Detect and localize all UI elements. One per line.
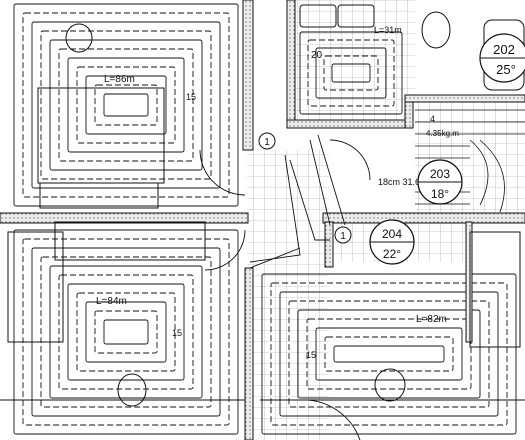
- manifold-number-lower: 1: [340, 231, 346, 242]
- cabinet-outline: [469, 231, 521, 348]
- heating-pipe-ring: [94, 310, 158, 354]
- room-tag-202: 202 25°: [479, 33, 525, 83]
- heating-pipe-ring: [49, 39, 203, 171]
- heating-pipe-ring: [103, 319, 149, 345]
- heating-pipe-ring: [67, 57, 185, 153]
- stair-tread: 18cm 31.6cm: [378, 177, 432, 187]
- heating-pipe-ring: [324, 336, 454, 372]
- wardrobe-outline: [7, 231, 64, 343]
- sink-right: [337, 4, 375, 28]
- door-swing-bottom-right: [299, 399, 361, 440]
- heating-pipe-ring: [13, 229, 239, 435]
- heating-pipe-ring: [67, 283, 185, 381]
- heating-pipe-ring: [22, 12, 230, 198]
- room-tag-203: 203 18°: [417, 159, 463, 205]
- heating-pipe-ring: [58, 274, 194, 390]
- room-labels: L=86m 15 L=84m 15 L=82m 15 L=31m 20 4 4.…: [96, 25, 459, 360]
- heating-pipe-ring: [76, 292, 176, 372]
- heating-pipe-ring: [76, 66, 176, 144]
- heating-pipe-ring: [31, 247, 221, 417]
- heating-pipe-ring: [333, 345, 445, 363]
- chair-bottom-left: [117, 373, 147, 407]
- heating-pipe-ring: [331, 63, 371, 83]
- heating-pipe-ring: [58, 48, 194, 162]
- loop-length-bottom-left: L=84m: [96, 296, 127, 307]
- heating-pipe-ring: [297, 309, 481, 399]
- manifold-number-upper: 1: [264, 137, 270, 148]
- heating-pipe-ring: [288, 300, 490, 408]
- heating-pipe-ring: [49, 265, 203, 399]
- chair-top-left: [65, 23, 93, 53]
- pipe-spacing-bathroom: 20: [311, 50, 323, 61]
- heating-pipe-ring: [103, 93, 149, 117]
- pipe-spacing-top-left: 15: [186, 92, 196, 102]
- heating-pipe-ring: [299, 31, 403, 115]
- room-number-203: 203: [430, 167, 450, 181]
- stair-treads: [415, 109, 525, 213]
- loop-length-top-left: L=86m: [104, 74, 135, 85]
- stair-step-count: 4: [430, 114, 435, 124]
- door-swing-top-left: [199, 149, 246, 196]
- heating-pipe-ring: [270, 282, 508, 426]
- heating-pipe-ring: [85, 301, 167, 363]
- pipe-spacing-bottom-right: 15: [306, 350, 316, 360]
- heating-pipe-ring: [31, 21, 221, 189]
- heating-loop-bathroom: [299, 31, 403, 115]
- room-temp-204: 22°: [383, 247, 401, 261]
- heating-pipe-ring: [22, 238, 230, 426]
- bench-outline: [39, 182, 159, 209]
- chair-bottom-right: [374, 368, 406, 402]
- room-number-202: 202: [493, 42, 515, 57]
- heating-pipe-ring: [40, 30, 212, 180]
- room-temp-202: 25°: [496, 62, 516, 77]
- heating-loop-bottom-left: [13, 229, 239, 435]
- heating-loop-top-left: [13, 3, 239, 207]
- manifold-marker-upper: 1: [258, 132, 276, 150]
- heating-pipe-ring: [85, 75, 167, 135]
- sink-left: [299, 4, 337, 28]
- pipe-spacing-bottom-left: 15: [172, 328, 182, 338]
- desk-outline: [54, 221, 206, 261]
- loop-length-bottom-right: L=82m: [416, 314, 447, 325]
- supply-pipes: [249, 134, 346, 269]
- toilet: [421, 11, 451, 49]
- room-temp-203: 18°: [431, 187, 449, 201]
- room-number-204: 204: [382, 227, 402, 241]
- door-swing-stair: [329, 139, 371, 181]
- heating-pipe-ring: [306, 318, 472, 390]
- heating-pipe-ring: [261, 273, 517, 435]
- heating-pipe-ring: [307, 39, 395, 107]
- stair-rise: 4.35kg.m: [426, 129, 459, 138]
- heating-pipe-ring: [13, 3, 239, 207]
- door-swing-bottom-left: [204, 229, 246, 271]
- heating-loop-bottom-right: [261, 273, 517, 435]
- heating-pipe-ring: [315, 327, 463, 381]
- heating-pipe-ring: [315, 47, 387, 99]
- room-tag-204: 204 22°: [369, 219, 415, 265]
- loop-length-bathroom: L=31m: [374, 25, 402, 35]
- doors: [199, 139, 371, 440]
- heating-pipe-ring: [323, 55, 379, 91]
- manifold-marker-lower: 1: [334, 226, 352, 244]
- heating-pipe-ring: [40, 256, 212, 408]
- heating-pipe-ring: [279, 291, 499, 417]
- heating-pipe-ring: [94, 84, 158, 126]
